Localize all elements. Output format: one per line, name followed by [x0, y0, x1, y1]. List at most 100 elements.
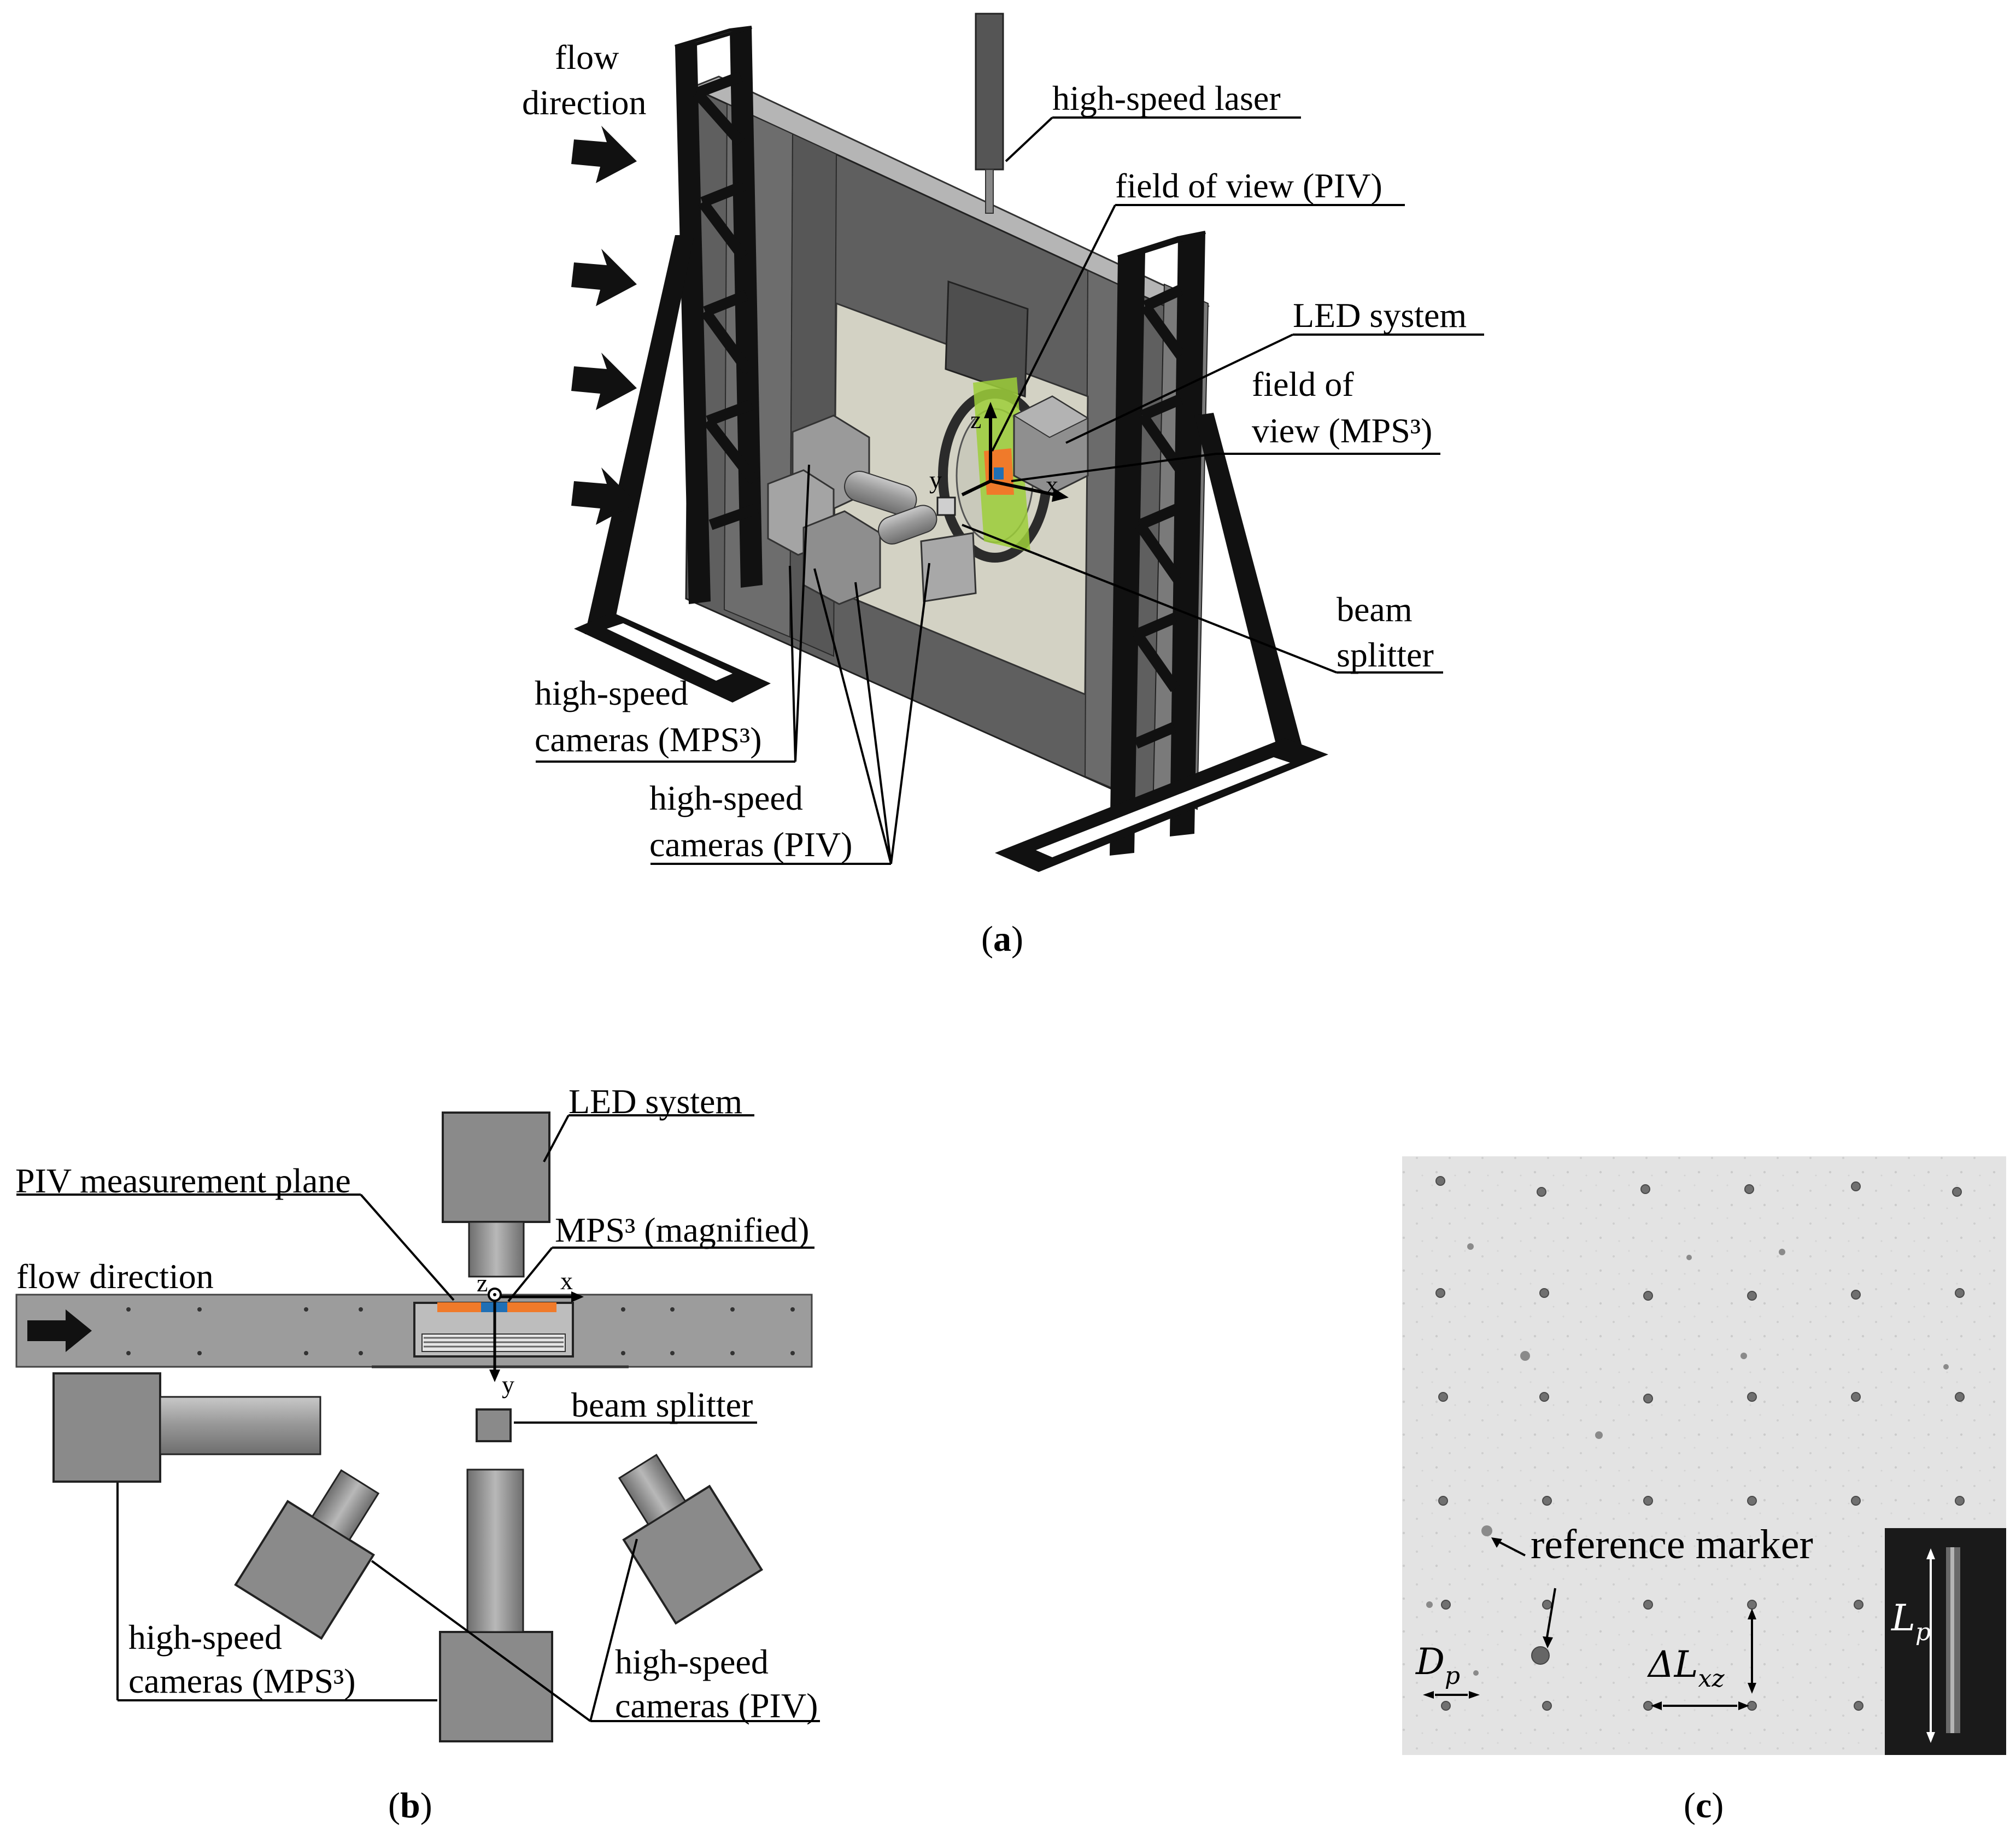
axes-b [493, 1295, 574, 1372]
panel-b-drawing [15, 1111, 820, 1742]
flow-arrow-b [27, 1309, 92, 1352]
axes-a [961, 416, 1056, 496]
axes-b-z-dot [493, 1293, 496, 1296]
reference-marker-large [1531, 1646, 1550, 1665]
label-cams-piv-b-1: high-speed [615, 1642, 769, 1681]
label-cams-mps-b-1: high-speed [128, 1618, 282, 1657]
flow-arrow-a-1 [571, 126, 637, 183]
label-flow-direction-a-1: flow [555, 38, 619, 77]
laser-body [975, 13, 1004, 171]
label-led-system-b: LED system [569, 1082, 743, 1121]
left-tower-lattice [693, 71, 759, 530]
cam-mps-a-1-lens [844, 471, 917, 516]
panel-b-leaders [16, 1114, 820, 1722]
label-cams-piv-a-2: cameras (PIV) [649, 825, 853, 864]
cam-piv-a-1 [802, 510, 881, 605]
mps-core [994, 467, 1004, 479]
axes-b-arrow-y [489, 1370, 500, 1382]
axes-a-arrow-z [984, 402, 997, 418]
fiber-inset [1885, 1528, 2006, 1755]
laser-arm [985, 169, 994, 214]
fiber-highlight [1950, 1547, 1954, 1733]
flow-arrow-a-4 [571, 467, 637, 525]
label-cams-piv-a-1: high-speed [649, 779, 803, 817]
label-axis-y-b: y [502, 1371, 514, 1399]
cam-piv-a-1-lens [878, 505, 937, 545]
beam-splitter-a [936, 496, 956, 516]
left-tower-front [675, 44, 711, 604]
label-fov-piv-a: field of view (PIV) [1115, 166, 1382, 205]
caption-a: (a) [981, 919, 1023, 959]
cam-piv-b-1 [234, 1469, 380, 1640]
panel-a-drawing [536, 13, 1484, 872]
particles [1426, 1243, 1949, 1676]
label-lp-c: Lp [1891, 1596, 1931, 1654]
left-tower-strut [585, 235, 694, 634]
label-flow-direction-b: flow direction [16, 1257, 214, 1296]
window-hatch [945, 280, 1029, 398]
beam-splitter-b [476, 1408, 512, 1442]
flow-arrow-a-2 [571, 249, 637, 306]
label-dp-c: Dp [1416, 1640, 1460, 1698]
cam-mps-b-2-lens [466, 1469, 524, 1633]
label-dl-main: ΔL [1648, 1643, 1698, 1686]
caption-a-letter: a [993, 919, 1011, 959]
channel-b-rivets [126, 1307, 795, 1355]
cam-mps-b-1 [52, 1372, 161, 1483]
cam-mps-b-1-lens [159, 1396, 321, 1455]
led-body-b [442, 1111, 550, 1223]
label-reference-marker-c: reference marker [1531, 1522, 1813, 1567]
caption-c-letter: c [1695, 1786, 1712, 1826]
left-tower-back [730, 27, 763, 588]
axes-b-arrow-x [571, 1291, 584, 1302]
label-piv-plane-b: PIV measurement plane [15, 1161, 351, 1200]
right-tower-lattice [1132, 284, 1186, 749]
caption-c: (c) [1684, 1786, 1724, 1826]
left-tower-base-inner [607, 623, 732, 681]
cam-mps-b-2 [439, 1631, 553, 1742]
label-dl-c: ΔLxz [1648, 1643, 1725, 1701]
panel-a-leaders [536, 116, 1484, 865]
label-beam-splitter-b: beam splitter [571, 1385, 753, 1424]
led-box-a-top [1012, 395, 1089, 438]
cam-piv-b-2 [618, 1454, 764, 1625]
label-fov-mps-a-2: view (MPS³) [1252, 411, 1433, 450]
label-cams-mps-b-2: cameras (MPS³) [128, 1662, 356, 1700]
caption-b-letter: b [400, 1786, 420, 1826]
label-fov-mps-a-1: field of [1252, 365, 1354, 403]
label-lp-main: L [1891, 1597, 1915, 1639]
label-dp-sub: p [1444, 1662, 1461, 1690]
left-tower-top [675, 26, 752, 48]
caption-b: (b) [388, 1786, 432, 1826]
marker-grid [1435, 1176, 1965, 1711]
panel-c-arrowheads-white [1926, 1548, 1935, 1743]
flow-arrow-a-3 [571, 353, 637, 410]
label-high-speed-laser-a: high-speed laser [1052, 79, 1281, 118]
panel-c-dimensions [1435, 1538, 1753, 1707]
right-tower-top [1117, 231, 1206, 259]
label-axis-x-b: x [560, 1267, 573, 1295]
label-flow-direction-a-2: direction [522, 83, 647, 122]
label-cams-mps-a-1: high-speed [535, 674, 688, 712]
label-axis-z-a: z [970, 406, 982, 434]
panel-c-arrowheads [1423, 1537, 1756, 1710]
label-axis-z-b: z [477, 1269, 488, 1297]
label-cams-mps-a-2: cameras (MPS³) [535, 720, 762, 759]
right-tower-front [1110, 251, 1145, 856]
label-cams-piv-b-2: cameras (PIV) [615, 1686, 818, 1725]
axes-a-arrow-x [1052, 488, 1069, 502]
label-axis-y-a: y [929, 466, 942, 494]
right-tower-strut [1194, 413, 1306, 768]
label-beam-splitter-a-2: splitter [1337, 635, 1434, 674]
cam-piv-a-2 [920, 532, 977, 602]
label-led-system-a: LED system [1293, 296, 1467, 335]
label-beam-splitter-a-1: beam [1337, 590, 1413, 629]
label-mps-magnified-b: MPS³ (magnified) [555, 1210, 810, 1249]
right-tower-base-inner [1036, 757, 1290, 857]
label-dl-sub: xz [1698, 1665, 1725, 1693]
label-dp-main: D [1416, 1641, 1445, 1683]
label-lp-sub: p [1915, 1618, 1931, 1646]
led-lens-b [468, 1221, 525, 1278]
